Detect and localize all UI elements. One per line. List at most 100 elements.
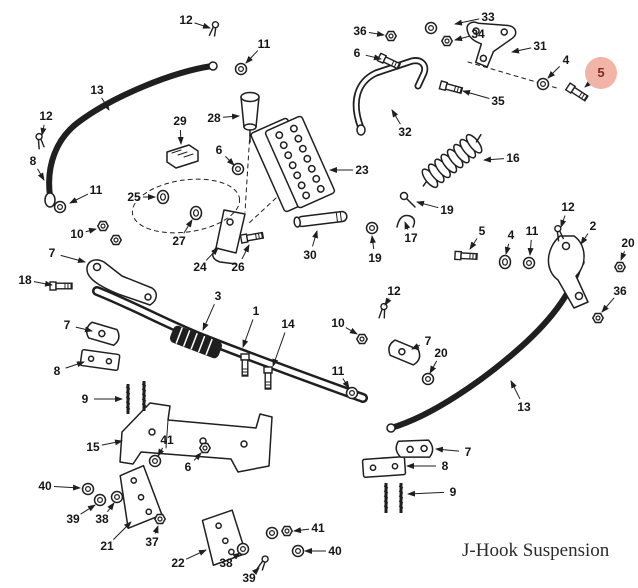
leader-line-20	[429, 360, 438, 374]
washer-hardware	[265, 526, 279, 540]
bolt-hardware	[565, 82, 590, 103]
grip-sleeve	[169, 325, 223, 359]
washer-hardware	[148, 454, 162, 468]
lower-bracket-center	[201, 509, 247, 566]
leader-line-11	[245, 50, 259, 64]
leader-line-21	[113, 521, 132, 540]
bolt-hardware	[454, 250, 478, 262]
plate-right	[361, 455, 407, 479]
leader-line-22	[185, 549, 207, 560]
cotter-hardware	[377, 302, 389, 321]
washer-hardware	[365, 221, 379, 235]
leader-line-7	[75, 326, 93, 333]
leader-line-32	[391, 109, 401, 125]
leader-line-36	[368, 30, 385, 37]
nut-hardware	[97, 220, 109, 232]
washer-hardware	[93, 493, 107, 507]
leader-line-37	[152, 525, 159, 534]
leader-line-13	[101, 97, 110, 111]
spring-anchor-wire	[396, 214, 416, 228]
leader-line-26	[241, 244, 250, 260]
leader-line-39	[251, 567, 260, 576]
shackle-right-upper	[388, 339, 421, 366]
leader-line-35	[462, 90, 490, 100]
leader-line-18	[33, 280, 53, 287]
leader-line-41	[157, 447, 165, 457]
leader-line-19	[416, 200, 439, 209]
leader-line-9	[407, 490, 445, 497]
leader-line-6	[365, 54, 382, 61]
leader-line-36	[601, 297, 615, 313]
leader-line-12	[194, 22, 211, 29]
nut-hardware	[199, 442, 211, 454]
washer-hardware	[81, 482, 95, 496]
nut-hardware	[441, 35, 453, 47]
leader-line-10	[345, 327, 358, 335]
leader-line-39	[80, 504, 96, 515]
stud-hardware	[140, 379, 148, 413]
leader-line-12	[384, 297, 392, 306]
nut-hardware	[592, 312, 604, 324]
washer-hardware	[421, 372, 435, 386]
nut-hardware	[154, 513, 166, 525]
washer-hardware	[522, 256, 536, 270]
right-hook-bracket	[547, 235, 589, 309]
leader-line-6	[193, 452, 202, 461]
bushing-hardware	[189, 205, 203, 221]
clamp-left	[85, 321, 120, 347]
leader-line-33	[454, 18, 480, 26]
nut-hardware	[110, 234, 122, 246]
washer-hardware	[234, 62, 248, 76]
leader-line-29	[177, 129, 184, 145]
leader-line-30	[312, 230, 318, 247]
cotter-hardware	[34, 132, 46, 151]
stabilizer-bar-right	[386, 257, 585, 433]
bolt-hardware	[240, 353, 250, 377]
leader-line-19	[369, 235, 376, 250]
nut-hardware	[356, 333, 368, 345]
washer-hardware	[291, 544, 305, 558]
bushing-hardware	[498, 254, 512, 270]
washer-hardware	[345, 386, 359, 400]
leader-line-11	[527, 239, 534, 256]
leader-line-38	[107, 502, 115, 513]
front-yoke-bracket	[86, 259, 157, 306]
shackle-right-lower	[395, 439, 434, 458]
leader-line-4	[504, 243, 511, 255]
washer-hardware	[110, 490, 124, 504]
stud-hardware	[124, 382, 132, 416]
leader-line-6	[225, 156, 235, 166]
leader-line-15	[101, 439, 123, 446]
washer-hardware	[53, 200, 67, 214]
leader-line-11	[342, 378, 350, 389]
leader-line-28	[222, 113, 240, 120]
leader-line-34	[454, 35, 470, 42]
leader-line-40	[53, 484, 81, 491]
leader-line-7	[435, 446, 460, 453]
nut-hardware	[281, 525, 293, 537]
cotter-hardware	[207, 20, 220, 39]
leader-line-31	[511, 47, 532, 54]
leader-line-4	[547, 66, 560, 79]
leader-line-38	[232, 552, 241, 560]
leader-line-27	[183, 219, 193, 234]
j-hook-rod	[352, 57, 429, 136]
coil-spring	[421, 133, 483, 189]
bolt-hardware	[263, 366, 273, 390]
washer-hardware	[231, 162, 245, 176]
leader-line-41	[293, 527, 310, 534]
diagram-title: J-Hook Suspension	[462, 540, 610, 561]
leader-line-5	[469, 238, 478, 250]
leader-line-12	[560, 215, 567, 228]
washer-hardware	[236, 542, 250, 556]
axle-pin	[293, 210, 348, 228]
stud-hardware	[397, 481, 405, 515]
ribbed-block	[166, 144, 199, 169]
plate-left	[79, 348, 121, 372]
leader-line-17	[404, 221, 411, 230]
leader-line-8	[65, 361, 85, 369]
leader-line-8	[37, 168, 45, 181]
nut-hardware	[385, 30, 397, 42]
washer-hardware	[424, 21, 438, 35]
